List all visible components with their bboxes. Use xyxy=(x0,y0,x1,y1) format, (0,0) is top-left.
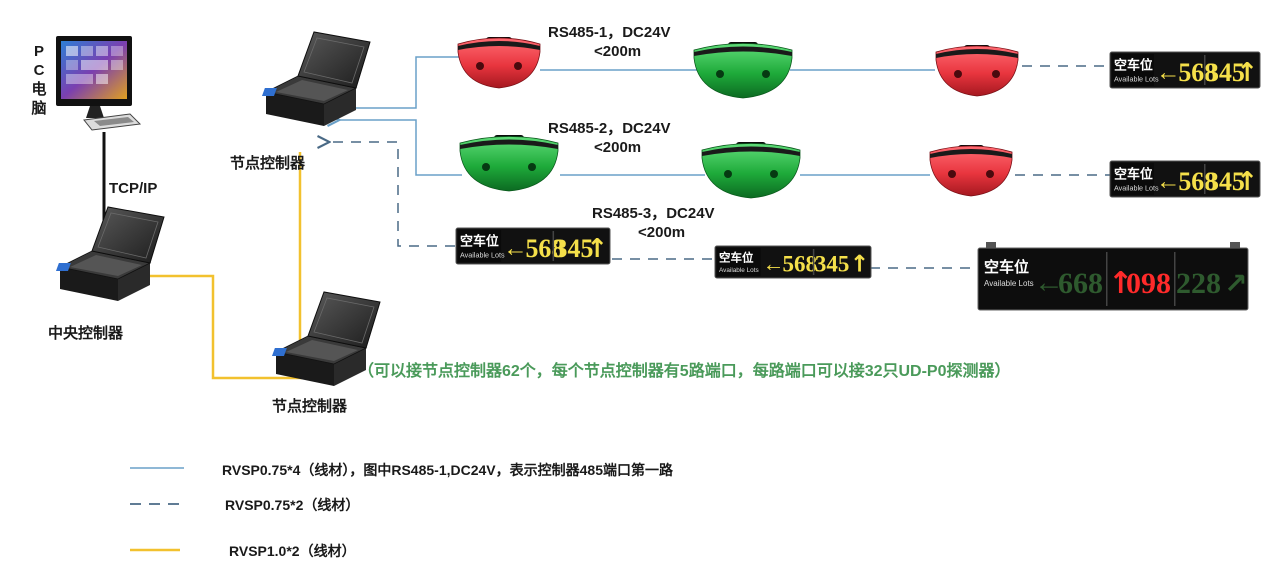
sign-up-arrow-icon: ↑ xyxy=(1236,58,1258,88)
bus2-feed-line xyxy=(338,120,462,176)
sign-subtitle: Available Lots xyxy=(984,279,1034,288)
sign-title: 空车位 xyxy=(984,258,1029,276)
sign-right-value: 228 xyxy=(1176,267,1221,300)
sign-left-arrow-icon: ← xyxy=(763,251,785,276)
node-controller-label: 节点控制器 xyxy=(272,398,348,415)
sign-left-arrow-icon: ← xyxy=(1156,59,1180,86)
sign-right-value: 345 xyxy=(555,234,594,263)
sign-up-arrow-icon: ↑ xyxy=(586,234,608,264)
sign-right-value: 345 xyxy=(815,251,850,277)
bus3-label: RS485-3，DC24V xyxy=(592,205,715,222)
bus2-label: RS485-2，DC24V xyxy=(548,120,671,137)
bus3-distance: <200m xyxy=(638,224,686,241)
pc-label: P C 电 脑 xyxy=(30,42,48,118)
legend-dashed-blue-text: RVSP0.75*2（线材） xyxy=(225,497,360,513)
pc-label-char: P xyxy=(33,43,44,60)
legend-yellow-text: RVSP1.0*2（线材） xyxy=(229,543,356,559)
sign-up-arrow-icon: ↑ xyxy=(1108,266,1133,301)
sign-subtitle: Available Lots xyxy=(1114,75,1159,84)
sign-title: 空车位 xyxy=(1114,166,1153,182)
bus3-feed-line xyxy=(328,142,455,247)
desktop-computer-icon xyxy=(56,36,142,131)
bus1-distance: <200m xyxy=(594,43,642,60)
sign-left-value: 568 xyxy=(525,234,564,263)
pc-label-char: C xyxy=(33,62,45,79)
pc-label-char: 脑 xyxy=(31,100,47,117)
tcp-ip-label: TCP/IP xyxy=(109,180,158,197)
legend-solid-blue-text: RVSP0.75*4（线材），图中RS485-1,DC24V，表示控制器485端… xyxy=(222,462,673,478)
sign-subtitle: Available Lots xyxy=(719,267,759,274)
sign-title: 空车位 xyxy=(460,233,499,249)
sign-left-value: 568 xyxy=(783,251,818,277)
sign-diagonal-arrow-icon: ↗ xyxy=(1224,267,1247,300)
sign-right-value: 345 xyxy=(1206,167,1245,196)
sign-up-arrow-icon: ↑ xyxy=(1236,167,1258,197)
sign-left-value: 568 xyxy=(1178,58,1217,87)
sign-title: 空车位 xyxy=(1114,57,1153,73)
sign-left-arrow-icon: ← xyxy=(1156,168,1180,195)
sign-left-arrow-icon: ← xyxy=(1034,266,1064,299)
sign-subtitle: Available Lots xyxy=(1114,184,1159,193)
capacity-note: （可以接节点控制器62个，每个节点控制器有5路端口，每路端口可以接32只UD-P… xyxy=(358,363,1011,380)
node-controller-label: 节点控制器 xyxy=(230,155,306,172)
pc-label-char: 电 xyxy=(31,81,47,98)
sign-left-value: 668 xyxy=(1058,267,1103,300)
sign-title: 空车位 xyxy=(719,250,754,264)
bus2-distance: <200m xyxy=(594,139,642,156)
sign-middle-value: 098 xyxy=(1126,267,1171,300)
sign-up-arrow-icon: ↑ xyxy=(850,252,869,278)
sign-left-arrow-icon: ← xyxy=(503,235,527,262)
yellow-main-line xyxy=(140,276,302,380)
bus1-feed-line xyxy=(338,56,460,108)
sign-subtitle: Available Lots xyxy=(460,251,505,260)
sign-right-value: 345 xyxy=(1206,58,1245,87)
central-controller-label: 中央控制器 xyxy=(48,325,124,342)
sign-left-value: 568 xyxy=(1178,167,1217,196)
bus1-label: RS485-1，DC24V xyxy=(548,24,671,41)
